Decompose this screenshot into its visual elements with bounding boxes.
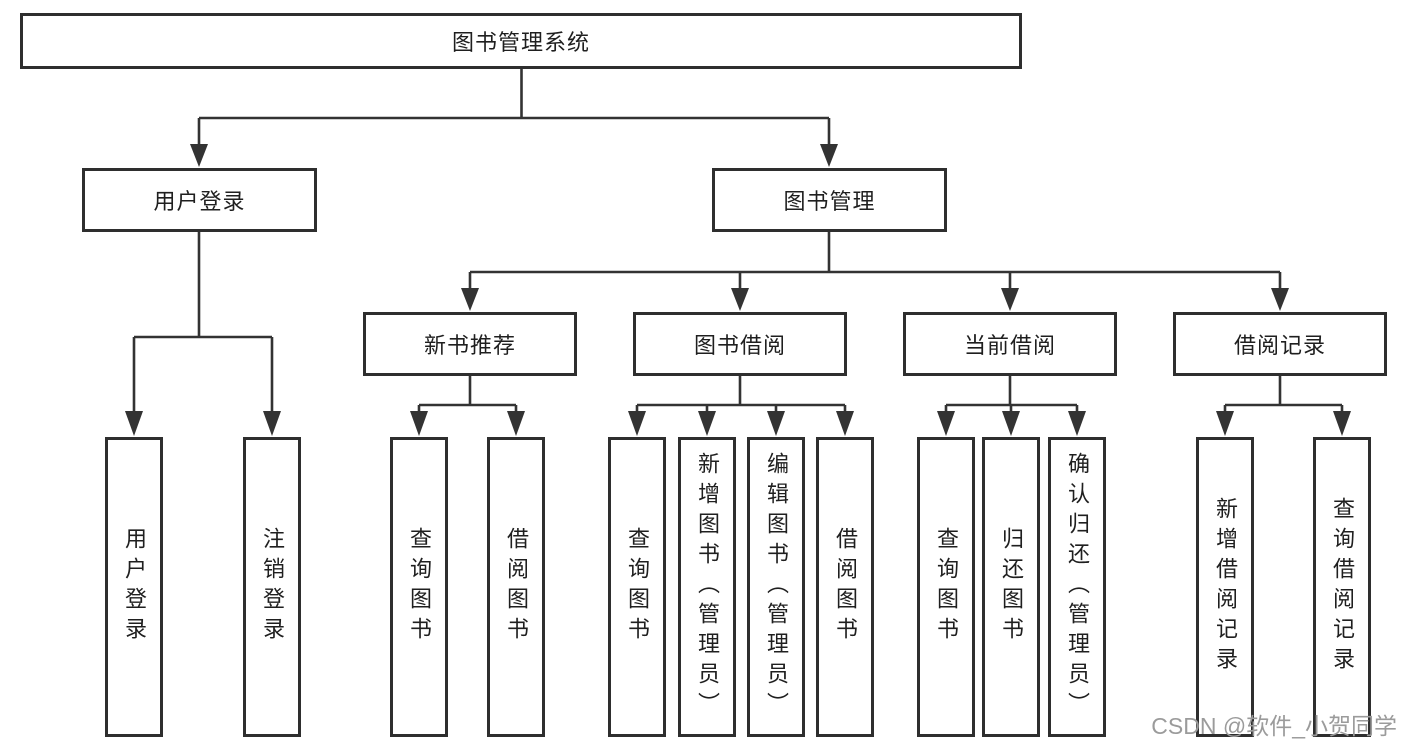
node-borrowing-records: 借阅记录 [1173,312,1387,376]
leaf-return-books-label: 归还图书 [999,527,1024,647]
node-book-borrowing-label: 图书借阅 [693,333,786,358]
node-book-management-label: 图书管理 [783,189,876,214]
leaf-query-books-recommend-label: 查询图书 [407,527,432,647]
node-current-borrowing-label: 当前借阅 [963,333,1056,358]
leaf-user-login: 用户登录 [105,437,163,737]
leaf-add-borrow-record: 新增借阅记录 [1196,437,1254,737]
leaf-edit-book-admin: 编辑图书（管理员） [747,437,805,737]
node-new-book-recommend: 新书推荐 [363,312,577,376]
node-library-system-label: 图书管理系统 [451,30,590,55]
leaf-add-book-admin-label: 新增图书（管理员） [695,452,720,722]
leaf-add-book-admin: 新增图书（管理员） [678,437,736,737]
leaf-query-books-recommend: 查询图书 [390,437,448,737]
node-user-login: 用户登录 [82,168,317,232]
node-user-login-label: 用户登录 [153,189,246,214]
node-library-system: 图书管理系统 [20,13,1022,69]
node-book-management: 图书管理 [712,168,947,232]
leaf-query-books-current-label: 查询图书 [934,527,959,647]
leaf-user-login-label: 用户登录 [122,527,147,647]
node-book-borrowing: 图书借阅 [633,312,847,376]
leaf-query-borrow-record-label: 查询借阅记录 [1330,497,1355,677]
leaf-query-books-current: 查询图书 [917,437,975,737]
leaf-borrow-books-label: 借阅图书 [833,527,858,647]
leaf-query-books-borrowing: 查询图书 [608,437,666,737]
leaf-borrow-books: 借阅图书 [816,437,874,737]
leaf-query-borrow-record: 查询借阅记录 [1313,437,1371,737]
leaf-borrow-books-recommend: 借阅图书 [487,437,545,737]
leaf-query-books-borrowing-label: 查询图书 [625,527,650,647]
leaf-edit-book-admin-label: 编辑图书（管理员） [764,452,789,722]
leaf-return-books: 归还图书 [982,437,1040,737]
node-borrowing-records-label: 借阅记录 [1233,333,1326,358]
leaf-borrow-books-recommend-label: 借阅图书 [504,527,529,647]
leaf-logout-label: 注销登录 [260,527,285,647]
leaf-confirm-return-admin-label: 确认归还（管理员） [1065,452,1090,722]
csdn-watermark: CSDN @软件_小贺同学 [1151,713,1397,739]
node-current-borrowing: 当前借阅 [903,312,1117,376]
node-new-book-recommend-label: 新书推荐 [423,333,516,358]
leaf-add-borrow-record-label: 新增借阅记录 [1213,497,1238,677]
leaf-confirm-return-admin: 确认归还（管理员） [1048,437,1106,737]
leaf-logout: 注销登录 [243,437,301,737]
